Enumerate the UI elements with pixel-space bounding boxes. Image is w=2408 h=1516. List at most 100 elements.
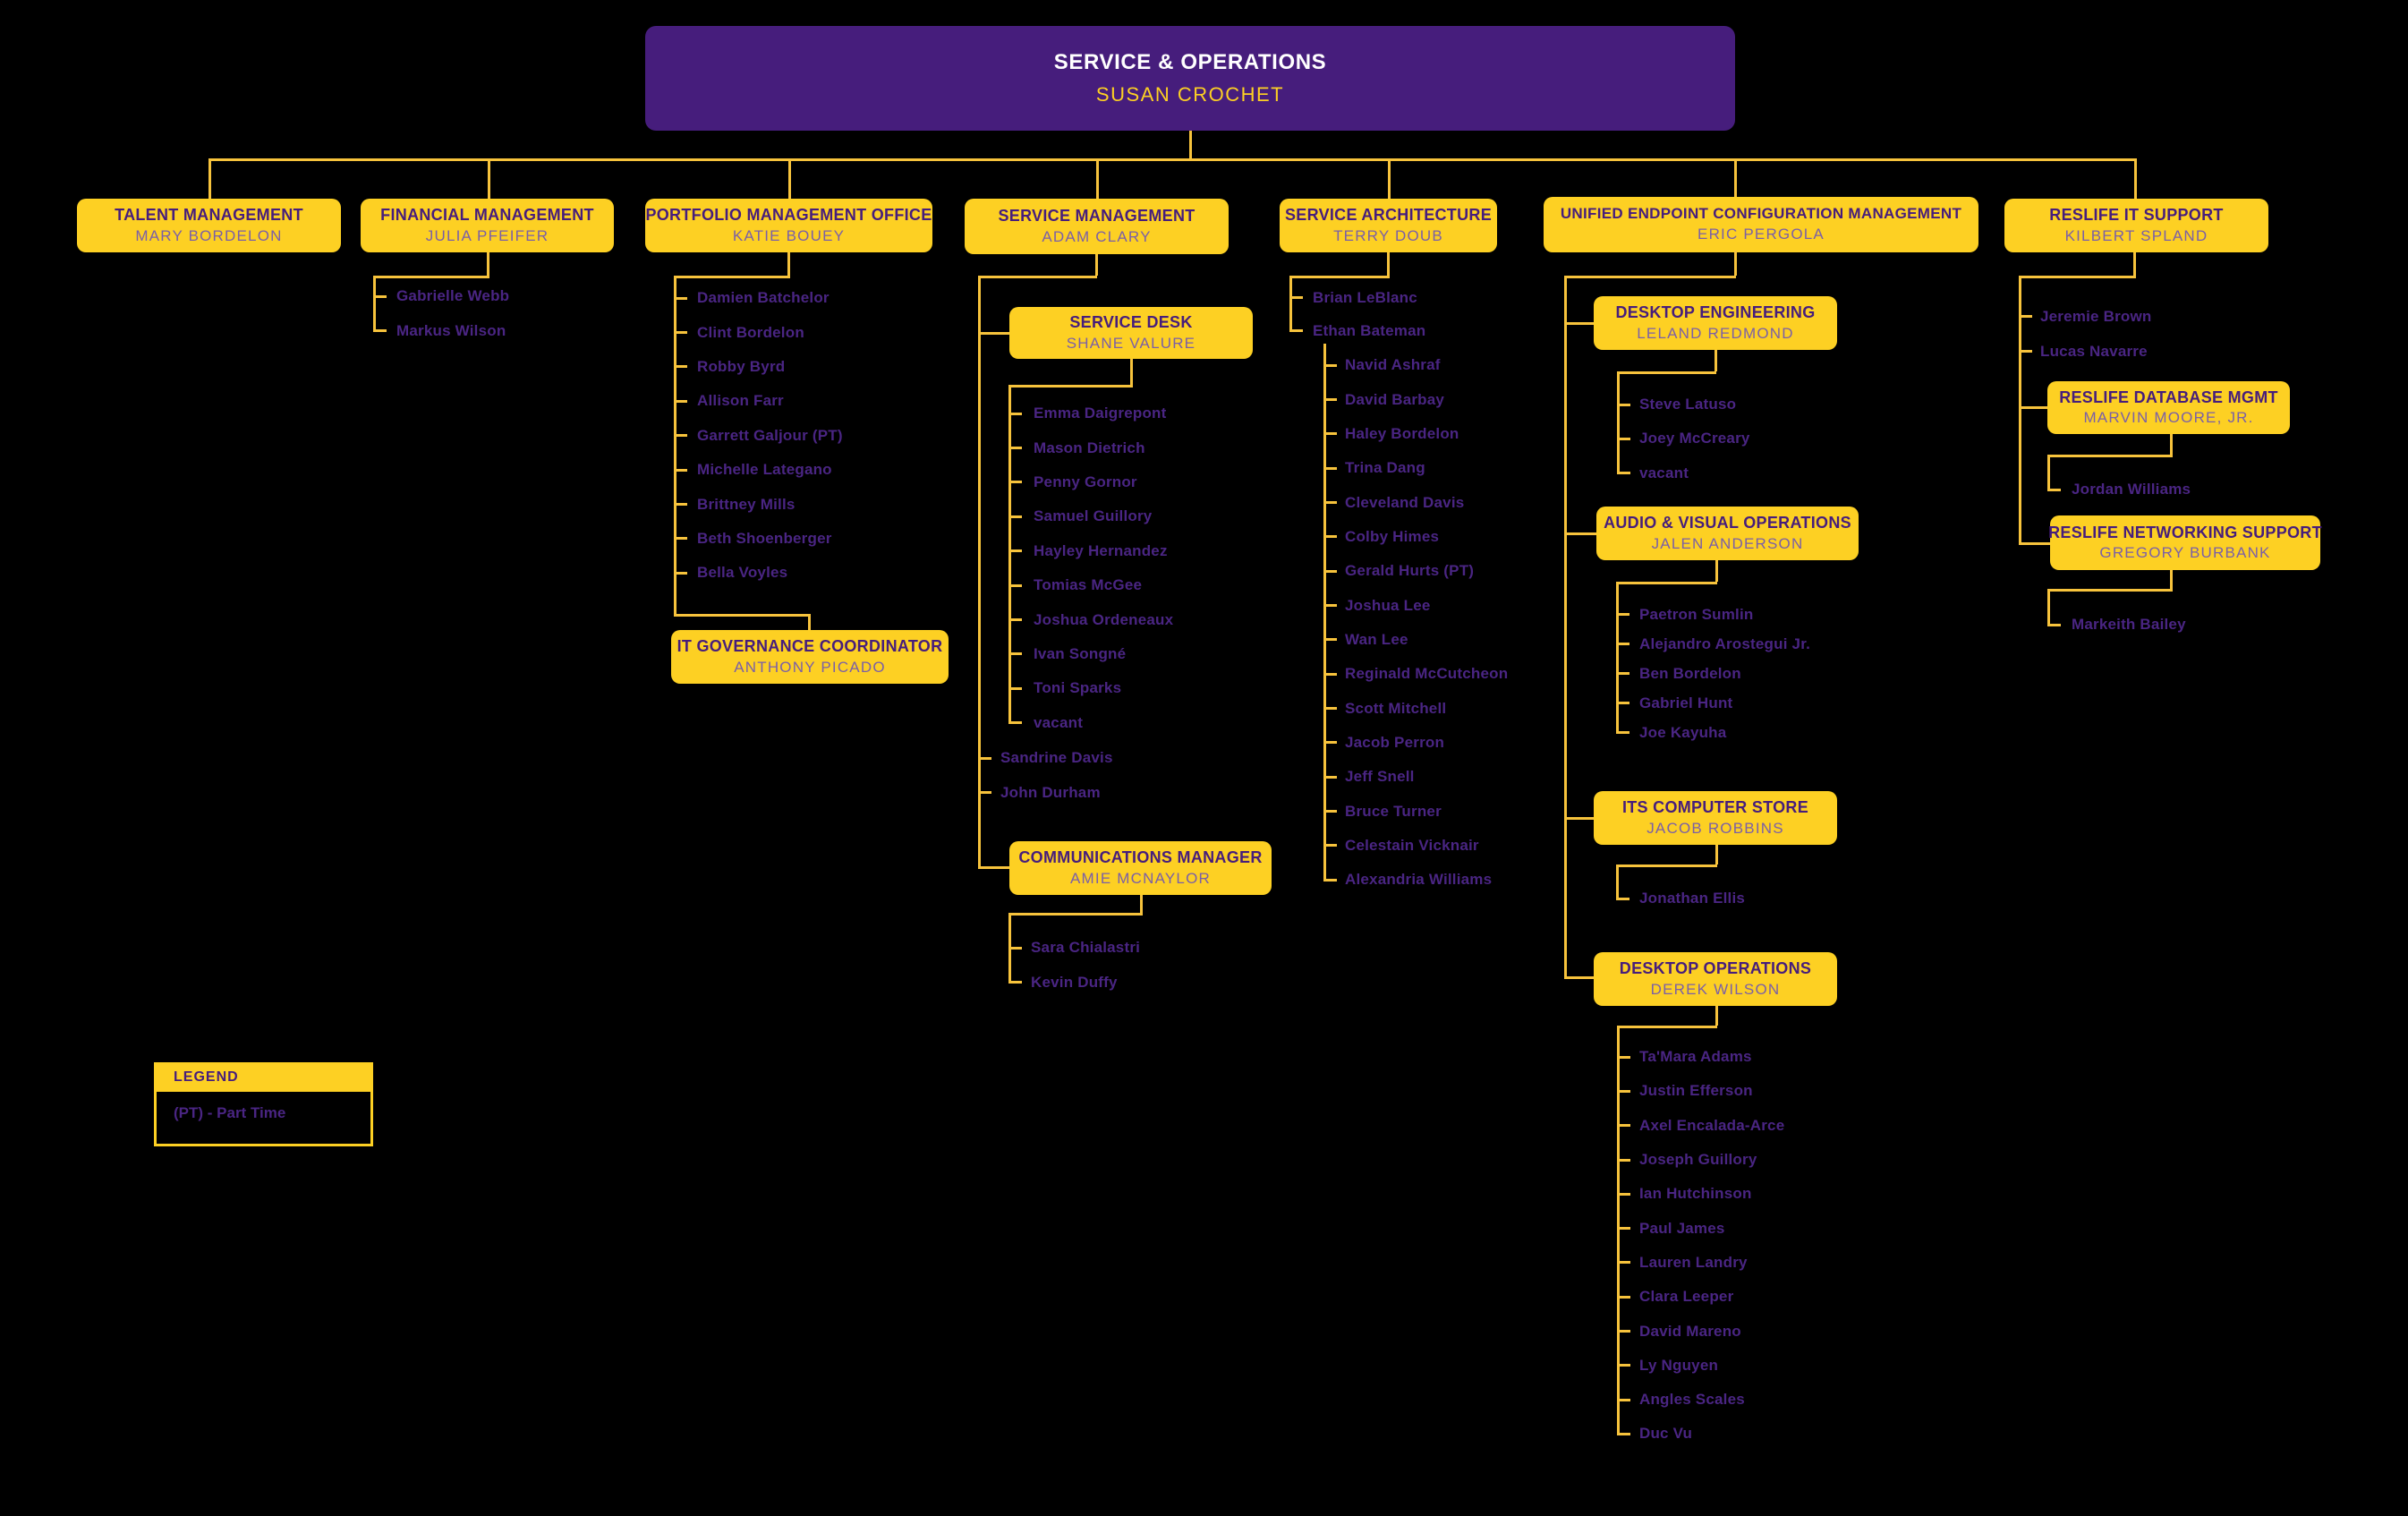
person-name: Markeith Bailey [2072,616,2186,633]
list-item: Alejandro Arostegui Jr. [1616,629,1810,659]
person-name: David Barbay [1345,390,1445,408]
list-item: Gabriel Hunt [1616,688,1810,718]
connector-line [208,158,2137,161]
list-item: Celestain Vicknair [1323,829,1508,863]
connector-line [674,276,676,614]
connector-line [2047,589,2173,592]
connector-tick [1008,481,1022,484]
list-item: Mason Dietrich [1008,430,1173,464]
department-title: SERVICE ARCHITECTURE [1284,206,1493,225]
connector-tick [1617,1089,1630,1093]
connector-tick [1008,515,1022,518]
connector-line [1096,158,1099,199]
org-box-reslife-networking-support: RESLIFE NETWORKING SUPPORT GREGORY BURBA… [2048,515,2322,570]
list-item: Joseph Guillory [1617,1143,1784,1177]
list-item: Joe Kayuha [1616,718,1810,747]
connector-tick [1323,363,1337,367]
list-item: Penny Gornor [1008,465,1173,499]
connector-tick [1617,1398,1630,1401]
connector-line [1095,254,1098,276]
person-name: Gabriel Hunt [1639,694,1733,711]
list-item: David Barbay [1323,382,1508,416]
list-item: Markus Wilson [373,313,509,347]
legend-item: (PT) - Part Time [174,1104,286,1121]
connector-tick [1323,432,1337,436]
person-name: Ivan Songné [1034,644,1127,662]
person-name: Jonathan Ellis [1639,890,1746,907]
connector-tick [674,296,687,300]
person-name: Lauren Landry [1639,1253,1748,1271]
org-box-audio-visual-operations: AUDIO & VISUAL OPERATIONS JALEN ANDERSON [1596,507,1859,560]
person-name: ANTHONY PICADO [734,658,886,676]
person-name: Bella Voyles [697,564,788,582]
list-item: Angles Scales [1617,1383,1784,1417]
list-item: Samuel Guillory [1008,499,1173,533]
connector-tick [1289,329,1303,332]
connector-tick [1008,981,1022,984]
connector-tick [2019,315,2032,318]
connector-line [1008,385,1011,722]
connector-tick [674,331,687,335]
person-name: Ethan Bateman [1313,321,1426,339]
list-item: Hayley Hernandez [1008,534,1173,568]
list-item: Bruce Turner [1323,794,1508,828]
list-item: Brittney Mills [674,487,843,521]
list-item: Ivan Songné [1008,637,1173,671]
list-item: Gerald Hurts (PT) [1323,554,1508,588]
connector-line [1616,864,1717,867]
connector-line [1734,158,1737,199]
connector-tick [1323,466,1337,470]
person-name: Scott Mitchell [1345,699,1447,717]
person-name: Clara Leeper [1639,1288,1734,1306]
connector-tick [1323,569,1337,573]
person-name: Jordan Williams [2072,481,2191,498]
list-item: Joey McCreary [1617,422,1750,456]
connector-tick [674,434,687,438]
connector-tick [1617,1364,1630,1367]
person-name: SHANE VALURE [1066,334,1196,352]
legend: LEGEND (PT) - Part Time [154,1062,373,1146]
department-title: FINANCIAL MANAGEMENT [380,206,594,225]
connector-line [488,158,490,199]
connector-line [1388,158,1391,199]
department-title: DESKTOP ENGINEERING [1615,303,1816,322]
connector-tick [1323,810,1337,813]
list-item: Joshua Ordeneaux [1008,602,1173,636]
connector-line [2133,252,2136,276]
person-name: Garrett Galjour (PT) [697,426,843,444]
list-item: Brian LeBlanc [1289,281,1425,314]
person-name: MARVIN MOORE, JR. [2083,409,2254,427]
connector-tick [1616,731,1629,734]
person-name: vacant [1034,713,1084,731]
person-name: Damien Batchelor [697,289,830,307]
list-item: vacant [1617,456,1750,490]
connector-tick [1323,501,1337,505]
connector-line [1189,131,1192,160]
person-name: Paul James [1639,1219,1725,1237]
connector-line [1008,385,1133,388]
department-title: TALENT MANAGEMENT [115,206,303,225]
person-name: Kevin Duffy [1031,973,1118,991]
person-name: Clint Bordelon [697,323,804,341]
connector-tick [1323,707,1337,711]
connector-tick [1616,613,1629,616]
connector-line [1564,276,1736,278]
list-item: Justin Efferson [1617,1074,1784,1108]
connector-line [1734,251,1737,276]
connector-line [2019,542,2050,545]
list-item: Cleveland Davis [1323,485,1508,519]
connector-tick [373,294,387,298]
org-box-it-governance-coordinator: IT GOVERNANCE COORDINATOR ANTHONY PICADO [671,630,949,684]
connector-tick [1323,398,1337,402]
person-name: Emma Daigrepont [1034,405,1167,422]
connector-line [1564,817,1594,820]
person-name: Ian Hutchinson [1639,1185,1752,1203]
person-name: GREGORY BURBANK [2099,544,2271,562]
